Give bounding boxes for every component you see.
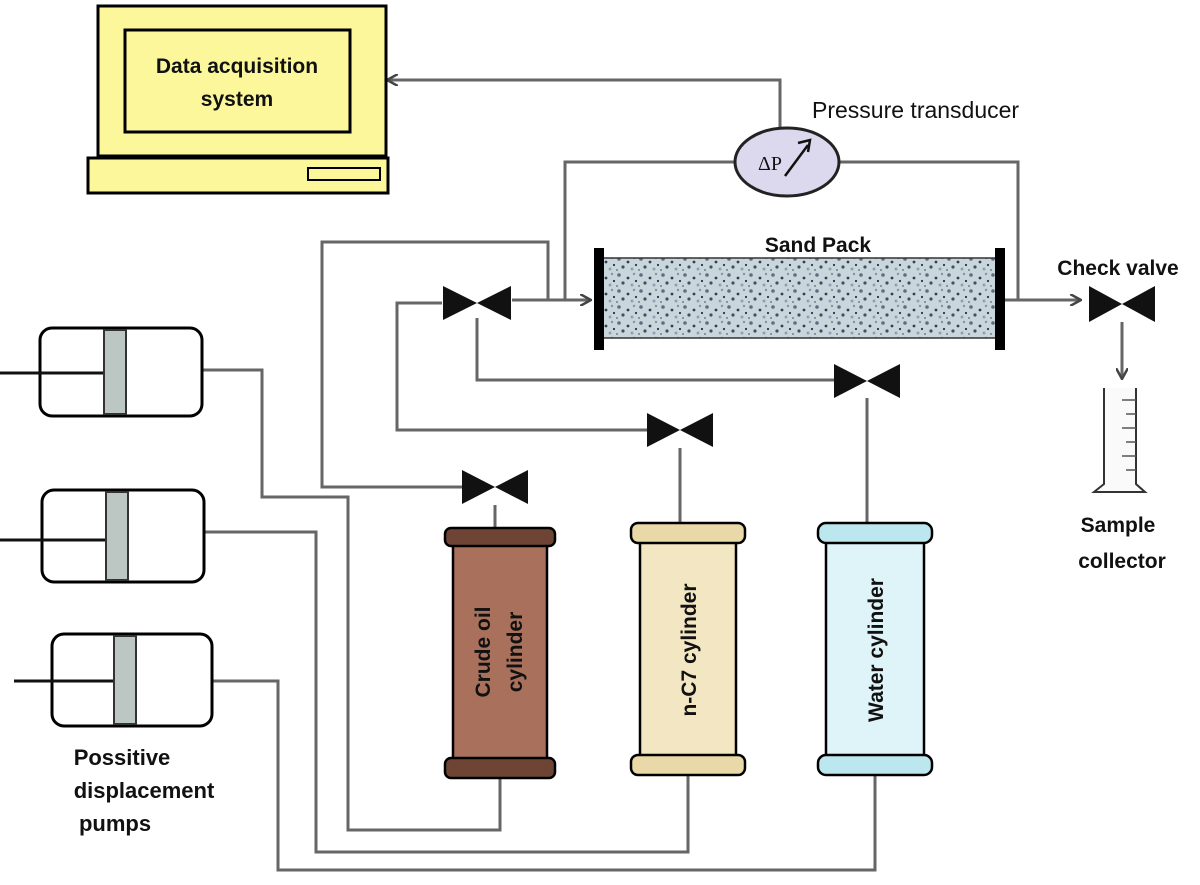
nc7-cylinder-label: n-C7 cylinder (678, 583, 701, 716)
injection-valve-icon (443, 286, 511, 320)
pumps-label-line3: pumps (79, 811, 151, 836)
crude-cylinder-label-line2: cylinder (504, 612, 527, 693)
water-cylinder-top-cap (816, 521, 934, 545)
keyboard-slot (307, 167, 381, 181)
water-valve-icon (834, 364, 900, 398)
piping (203, 80, 1122, 872)
valves: Check valve (443, 257, 1179, 504)
water-cylinder-label: Water cylinder (865, 578, 888, 722)
gauge-arrowhead-icon (797, 138, 812, 153)
pump1-piston (103, 329, 127, 415)
sand-pack-label: Sand Pack (765, 234, 872, 257)
crude-cylinder-body (451, 538, 549, 764)
crude-cylinder-top-cap (443, 526, 557, 548)
check-valve-icon (1089, 286, 1155, 322)
water-line (475, 318, 837, 382)
pump3-line (213, 679, 877, 872)
crude-valve-icon (462, 470, 528, 504)
data-acquisition-computer: Data acquisition system (86, 4, 390, 195)
pump-3 (14, 632, 214, 728)
pressure-transducer: ΔP Pressure transducer (733, 97, 1019, 198)
transducer-outlet-tap (838, 160, 1020, 300)
screen-text-line2: system (201, 88, 273, 111)
pump-2 (0, 488, 206, 584)
nc7-cylinder-bottom-cap (629, 753, 747, 777)
collector-label-line2: collector (1078, 550, 1166, 573)
crude-cylinder-label-line1: Crude oil (472, 606, 495, 697)
pump3-piston (113, 635, 137, 725)
pump2-line (205, 530, 690, 854)
n-c7-line (395, 301, 648, 432)
n-c7-cylinder: n-C7 cylinder (629, 521, 747, 777)
water-cylinder: Water cylinder (816, 521, 934, 777)
crude-oil-cylinder: Crude oil cylinder (443, 526, 557, 780)
transducer-label: Pressure transducer (812, 97, 1019, 123)
pumps-label-line2: displacement (74, 778, 215, 803)
gauge-needle-icon (783, 144, 810, 177)
sand-pack: Sand Pack (594, 234, 1005, 350)
transducer-body (733, 126, 841, 198)
pump2-piston (105, 491, 129, 581)
screen-text-line1: Data acquisition (156, 55, 318, 78)
pump1-line (203, 368, 502, 832)
nc7-cylinder-top-cap (629, 521, 747, 545)
sand-pack-body (599, 257, 999, 339)
water-cylinder-bottom-cap (816, 753, 934, 777)
nc7-valve-icon (647, 413, 713, 447)
computer-keyboard (86, 156, 390, 195)
transducer-inlet-tap (563, 160, 736, 300)
crude-cylinder-bottom-cap (443, 756, 557, 780)
graduated-cylinder-icon (1091, 388, 1148, 493)
pump-1 (0, 326, 204, 418)
delta-p-symbol: ΔP (758, 153, 782, 175)
crude-oil-line (320, 240, 550, 489)
sand-pack-right-cap (995, 248, 1005, 350)
signal-line (388, 80, 782, 140)
collector-label-line1: Sample (1081, 514, 1156, 537)
nc7-cylinder-body (638, 538, 738, 760)
computer-screen (123, 28, 352, 134)
check-valve-label: Check valve (1057, 257, 1178, 280)
sample-collector: Sample collector (1078, 388, 1166, 573)
pumps-label-line1: Possitive (74, 745, 171, 770)
sand-pack-left-cap (594, 248, 604, 350)
